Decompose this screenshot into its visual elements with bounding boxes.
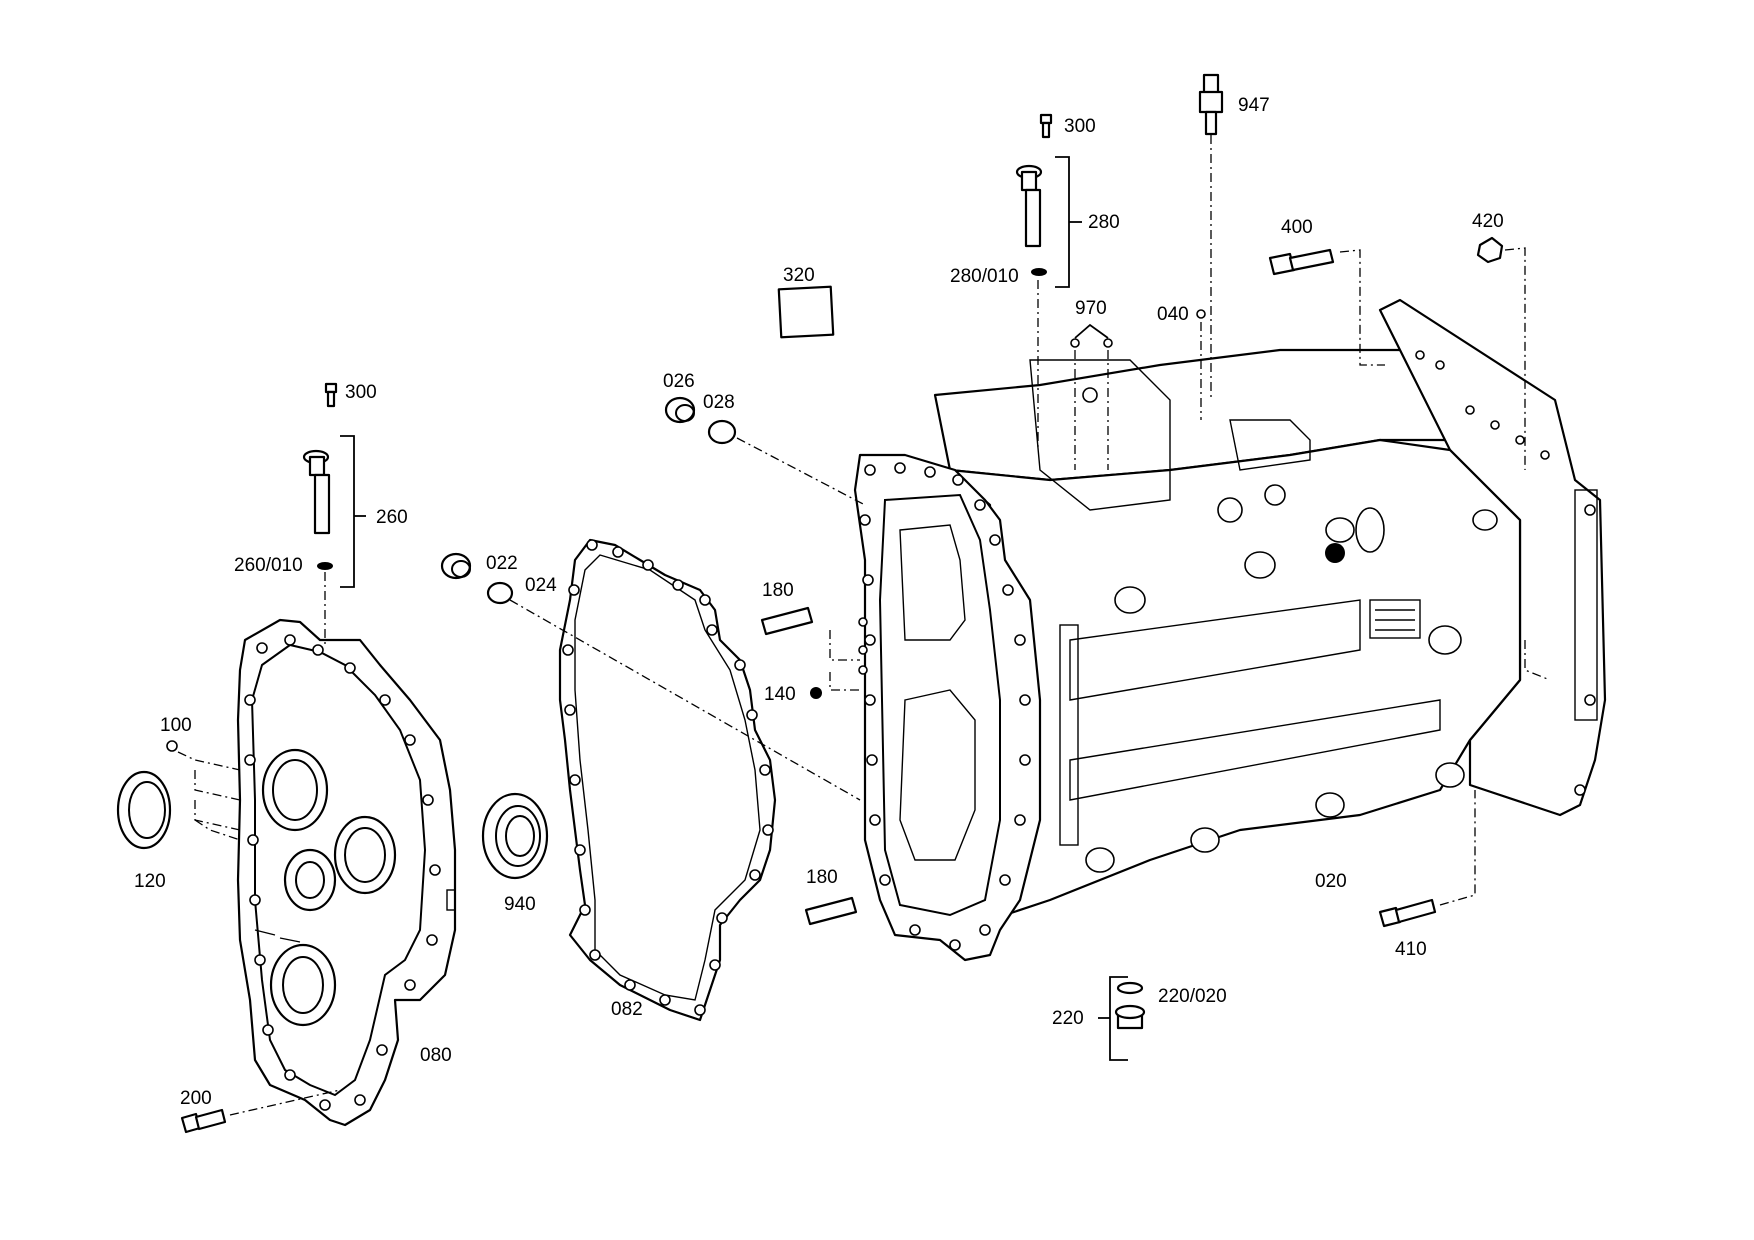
part-number-labels: 947 300 280 280/010 970 040 400 420 320 …	[134, 95, 1504, 1109]
label-026: 026	[663, 371, 695, 392]
label-140: 140	[764, 684, 796, 705]
small-parts	[116, 73, 1504, 1134]
label-040: 040	[1157, 304, 1189, 325]
label-022: 022	[486, 553, 518, 574]
label-220: 220	[1052, 1008, 1084, 1029]
label-024: 024	[525, 575, 557, 596]
label-940: 940	[504, 894, 536, 915]
transmission-housing	[853, 298, 1607, 962]
label-028: 028	[703, 392, 735, 413]
label-300-top: 300	[1064, 116, 1096, 137]
label-100: 100	[160, 715, 192, 736]
group-brackets	[340, 156, 1128, 1061]
label-280: 280	[1088, 212, 1120, 233]
label-220-020: 220/020	[1158, 986, 1227, 1007]
label-180-top: 180	[762, 580, 794, 601]
label-947: 947	[1238, 95, 1270, 116]
label-410: 410	[1395, 939, 1427, 960]
label-180-bottom: 180	[806, 867, 838, 888]
label-200: 200	[180, 1088, 212, 1109]
front-cover-080	[236, 618, 457, 1127]
gasket-082	[558, 538, 777, 1022]
label-260: 260	[376, 507, 408, 528]
label-020: 020	[1315, 871, 1347, 892]
label-420: 420	[1472, 211, 1504, 232]
label-300-left: 300	[345, 382, 377, 403]
label-120: 120	[134, 871, 166, 892]
label-260-010: 260/010	[234, 555, 303, 576]
label-280-010: 280/010	[950, 266, 1019, 287]
label-082: 082	[611, 999, 643, 1020]
label-970: 970	[1075, 298, 1107, 319]
assembly-lines	[177, 135, 1551, 1116]
label-080: 080	[420, 1045, 452, 1066]
label-320: 320	[783, 265, 815, 286]
label-400: 400	[1281, 217, 1313, 238]
